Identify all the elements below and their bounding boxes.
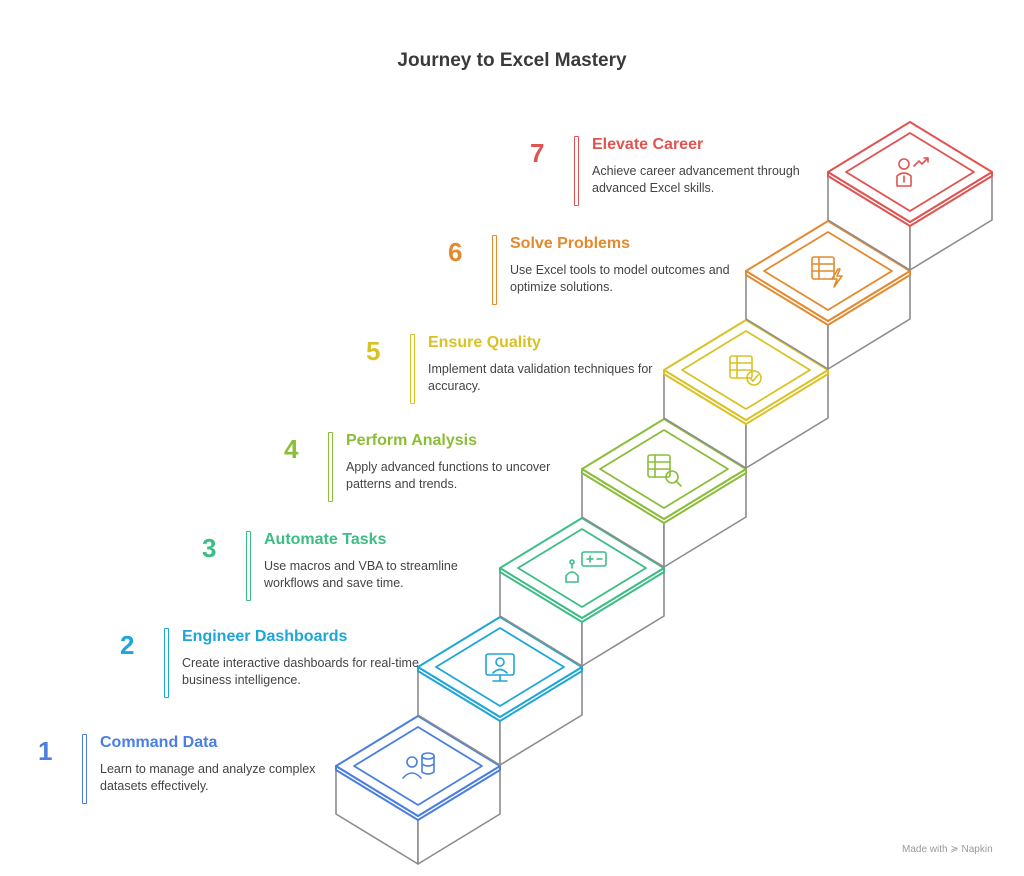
step-divider: [164, 628, 169, 698]
robot-automation-icon: [565, 551, 607, 583]
step-divider: [328, 432, 333, 502]
step-divider: [82, 734, 87, 804]
step-number: 2: [120, 630, 135, 660]
stair-step-3: [499, 517, 665, 667]
stair-top-face: [499, 517, 665, 619]
step-6: 6 Solve Problems Use Excel tools to mode…: [448, 235, 778, 315]
footer-credit: Made with ≽ Napkin: [902, 844, 993, 855]
stair-step-5: [663, 319, 829, 469]
step-1: 1 Command Data Learn to manage and analy…: [38, 734, 368, 814]
step-divider: [246, 531, 251, 601]
monitor-user-icon: [485, 653, 515, 682]
stair-inner-diamond: [681, 330, 811, 410]
step-2: 2 Engineer Dashboards Create interactive…: [120, 628, 450, 708]
step-number: 3: [202, 533, 217, 563]
page-title: Journey to Excel Mastery: [397, 50, 627, 71]
step-3: 3 Automate Tasks Use macros and VBA to s…: [202, 531, 532, 611]
stair-inner-diamond: [353, 726, 483, 806]
step-7: 7 Elevate Career Achieve career advancem…: [530, 136, 860, 216]
step-title: Command Data: [100, 734, 218, 751]
step-description: Use Excel tools to model outcomes and op…: [510, 263, 730, 294]
spreadsheet-search-icon: [647, 454, 682, 487]
stair-step-6: [745, 220, 911, 370]
step-divider: [410, 334, 415, 404]
step-divider: [574, 136, 579, 206]
step-4: 4 Perform Analysis Apply advanced functi…: [284, 432, 614, 512]
step-number: 7: [530, 138, 545, 168]
stair-top-face: [335, 715, 501, 817]
step-description: Achieve career advancement through advan…: [592, 164, 800, 195]
stair-inner-diamond: [517, 528, 647, 608]
step-title: Ensure Quality: [428, 334, 541, 351]
step-number: 4: [284, 434, 299, 464]
step-number: 6: [448, 237, 463, 267]
step-description: Create interactive dashboards for real-t…: [182, 656, 419, 687]
stair-step-7: [827, 121, 993, 271]
spreadsheet-lightning-icon: [811, 256, 843, 288]
stair-inner-diamond: [599, 429, 729, 509]
person-growth-icon: [896, 157, 929, 187]
step-description: Apply advanced functions to uncover patt…: [346, 460, 551, 491]
step-title: Solve Problems: [510, 235, 631, 252]
step-5: 5 Ensure Quality Implement data validati…: [366, 334, 696, 414]
stair-step-1: [335, 715, 501, 865]
stair-top-face: [827, 121, 993, 223]
step-description: Learn to manage and analyze complex data…: [100, 762, 316, 793]
step-title: Automate Tasks: [264, 531, 387, 548]
stair-inner-diamond: [845, 132, 975, 212]
stair-top-face: [417, 616, 583, 718]
step-number: 5: [366, 336, 381, 366]
step-title: Elevate Career: [592, 136, 704, 153]
step-description: Implement data validation techniques for…: [428, 362, 653, 393]
step-description: Use macros and VBA to streamline workflo…: [264, 559, 458, 590]
step-title: Perform Analysis: [346, 432, 478, 449]
step-title: Engineer Dashboards: [182, 628, 348, 645]
spreadsheet-check-icon: [729, 355, 762, 386]
stair-inner-diamond: [763, 231, 893, 311]
stair-step-2: [417, 616, 583, 766]
step-number: 1: [38, 736, 53, 766]
stair-inner-diamond: [435, 627, 565, 707]
database-user-icon: [402, 752, 435, 779]
step-divider: [492, 235, 497, 305]
stair-step-4: [581, 418, 747, 568]
